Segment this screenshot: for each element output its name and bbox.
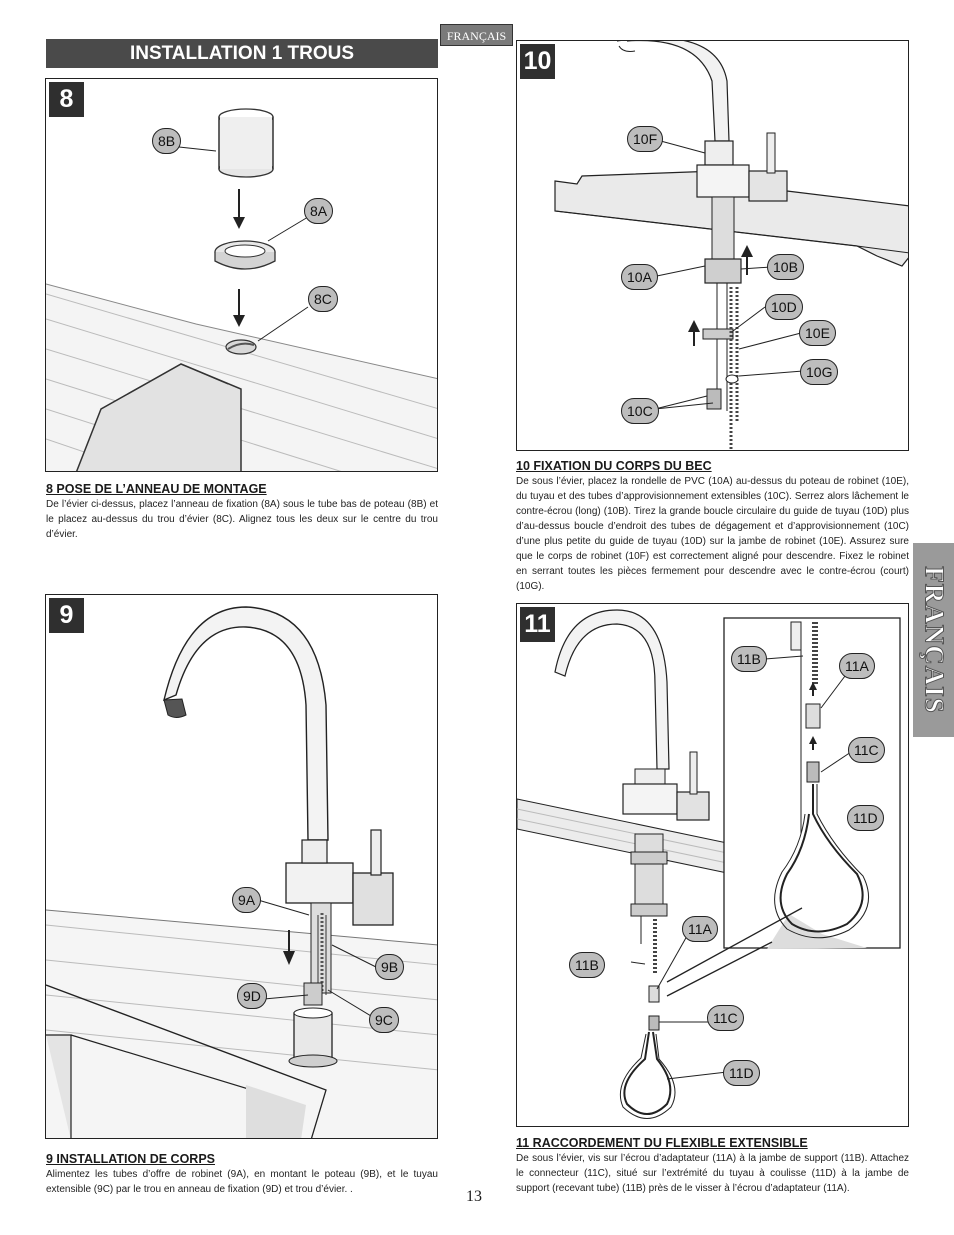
section-title: INSTALLATION 1 TROUS <box>46 39 438 68</box>
page-number: 13 <box>466 1188 482 1205</box>
callout-11c: 11C <box>707 1005 744 1031</box>
step-11-text: De sous l’évier, vis sur l’écrou d’adapt… <box>516 1153 909 1194</box>
step-11-illustration: 11 11B 11A 11C 11D 11A 11B 11C 11D <box>516 603 909 1127</box>
callout-10a: 10A <box>621 264 658 290</box>
step-11-title: 11 RACCORDEMENT DU FLEXIBLE EXTENSIBLE <box>516 1136 808 1150</box>
step-10-illustration: 10 10F 10A 10B 10D 10E 10G 10C <box>516 40 909 451</box>
callout-11d: 11D <box>723 1060 760 1086</box>
side-tab-label: FRANÇAIS <box>919 566 950 715</box>
step-8-text: De l’évier ci-dessus, placez l’anneau de… <box>46 499 438 540</box>
callout-10d: 10D <box>765 294 803 320</box>
callout-8c: 8C <box>308 286 338 312</box>
step-10-number: 10 <box>520 44 555 79</box>
callout-11a-inset: 11A <box>839 653 875 679</box>
step-11-drawing <box>517 609 901 1119</box>
callout-9a: 9A <box>232 887 262 913</box>
callout-11b: 11B <box>569 952 605 978</box>
step-9-drawing <box>46 606 437 1138</box>
step-10-title: 10 FIXATION DU CORPS DU BEC <box>516 459 712 473</box>
callout-9b: 9B <box>375 954 405 980</box>
callout-9d: 9D <box>237 983 267 1009</box>
step-9-text: Alimentez les tubes d’offre de robinet (… <box>46 1169 438 1195</box>
step-8-drawing <box>46 108 437 471</box>
callout-10c: 10C <box>621 398 659 424</box>
callout-8b: 8B <box>152 128 182 154</box>
callout-11b-inset: 11B <box>731 646 767 672</box>
callout-11d-inset: 11D <box>847 805 884 831</box>
callout-10f: 10F <box>627 126 664 152</box>
language-tag: FRANÇAIS <box>440 24 513 46</box>
callout-10b: 10B <box>767 254 804 280</box>
callout-10e: 10E <box>799 320 836 346</box>
step-11-number: 11 <box>520 607 555 642</box>
step-8-illustration: 8 8B 8A 8C <box>45 78 438 472</box>
step-9-title: 9 INSTALLATION DE CORPS <box>46 1152 215 1166</box>
step-10-text: De sous l’évier, placez la rondelle de P… <box>516 476 909 592</box>
callout-11c-inset: 11C <box>848 737 885 763</box>
step-9-number: 9 <box>49 598 84 633</box>
callout-8a: 8A <box>304 198 334 224</box>
step-8-title: 8 POSE DE L’ANNEAU DE MONTAGE <box>46 482 267 496</box>
callout-9c: 9C <box>369 1007 399 1033</box>
step-8-number: 8 <box>49 82 84 117</box>
side-language-tab: FRANÇAIS <box>913 543 954 737</box>
callout-11a: 11A <box>682 916 718 942</box>
callout-10g: 10G <box>800 359 839 385</box>
step-10-drawing <box>554 41 908 450</box>
step-9-illustration: 9 9A 9B 9D 9C <box>45 594 438 1139</box>
